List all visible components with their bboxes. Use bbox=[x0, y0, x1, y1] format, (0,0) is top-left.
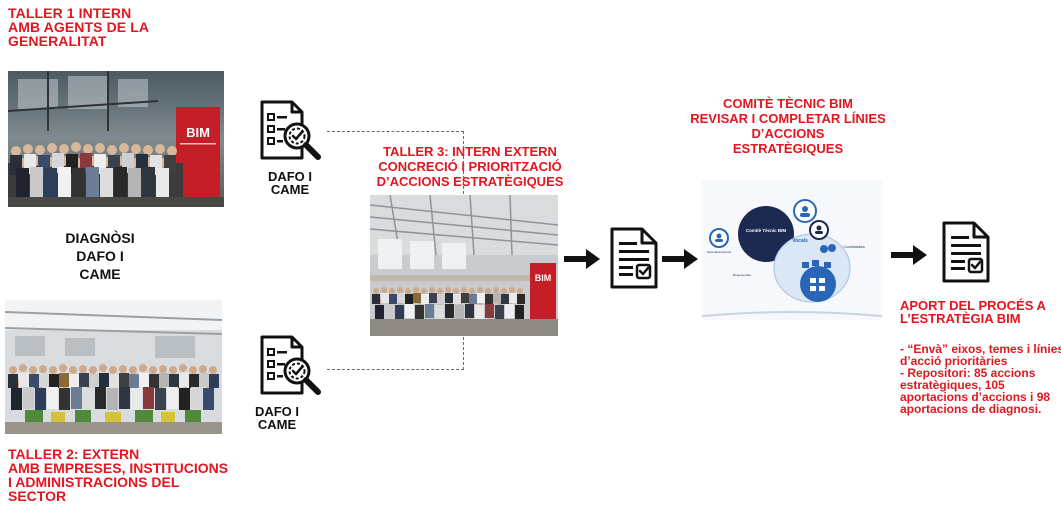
document-check-icon bbox=[942, 221, 990, 283]
bim-banner-text: BIM bbox=[535, 273, 552, 283]
taller-1-photo: BIM bbox=[8, 71, 224, 207]
dafo-label-line: CAME bbox=[270, 182, 310, 197]
dafo-label-bottom: DAFO I CAME bbox=[247, 405, 307, 431]
diagnosi-line: DIAGNÒSI bbox=[65, 230, 135, 246]
center-circle bbox=[738, 206, 794, 262]
arrow-right-icon bbox=[662, 249, 698, 269]
taller-2-line: I ADMINISTRACIONS DEL bbox=[8, 474, 180, 490]
dafo-document-icon-top bbox=[258, 100, 324, 164]
taller-1-line: GENERALITAT bbox=[8, 33, 107, 49]
taller-3-line: CONCRECIÓ I PRIORITZACIÓ bbox=[378, 159, 562, 174]
group-photo-image bbox=[5, 300, 222, 434]
taller-1-line: TALLER 1 INTERN bbox=[8, 5, 132, 21]
taller-2-line: AMB EMPRESES, INSTITUCIONS bbox=[8, 460, 229, 476]
comite-line: COMITÈ TÈCNIC BIM bbox=[723, 96, 853, 111]
dafo-label-line: DAFO I bbox=[267, 169, 313, 184]
comite-line: D’ACCIONS bbox=[751, 126, 825, 141]
left-label: Secretaria tècnica bbox=[707, 250, 731, 254]
taller-2-title: TALLER 2: EXTERN AMB EMPRESES, INSTITUCI… bbox=[8, 447, 228, 503]
vocals-label: Vocals bbox=[792, 238, 808, 244]
taller-3-title: TALLER 3: INTERN EXTERN CONCRECIÓ I PRIO… bbox=[360, 144, 580, 189]
comite-line: ESTRATÈGIQUES bbox=[732, 141, 844, 156]
dafo-label-top: DAFO I CAME bbox=[260, 170, 320, 196]
taller-2-line: SECTOR bbox=[8, 488, 67, 504]
organization-diagram: Comitè Tècnic BIM Vocals Secretaria tècn… bbox=[701, 180, 883, 320]
taller-1-line: AMB AGENTS DE LA bbox=[8, 19, 150, 35]
aport-title: APORT DEL PROCÉS A L’ESTRATÈGIA BIM bbox=[900, 299, 1046, 325]
diagnosi-line: CAME bbox=[79, 266, 121, 282]
taller-3-line: TALLER 3: INTERN EXTERN bbox=[383, 144, 557, 159]
document-check-icon bbox=[610, 227, 658, 289]
diagnosi-label: DIAGNÒSI DAFO I CAME bbox=[40, 229, 160, 283]
aport-line: APORT DEL PROCÉS A bbox=[900, 298, 1046, 313]
taller-1-title: TALLER 1 INTERN AMB AGENTS DE LA GENERAL… bbox=[8, 6, 149, 48]
bim-banner-text: BIM bbox=[186, 125, 210, 140]
document-search-icon bbox=[260, 100, 321, 160]
comite-line: REVISAR I COMPLETAR LÍNIES bbox=[690, 111, 886, 126]
aport-notes: - “Envà” eixos, temes i línies d’acció p… bbox=[900, 343, 1061, 415]
note-item: - Repositori: 85 accions estratègiques, … bbox=[900, 366, 1051, 416]
representant-label: Representant bbox=[733, 273, 751, 277]
taller-2-line: TALLER 2: EXTERN bbox=[8, 446, 140, 462]
document-search-icon bbox=[260, 335, 321, 395]
taller-3-line: D’ACCIONS ESTRATÈGIQUES bbox=[376, 174, 564, 189]
dafo-label-line: CAME bbox=[257, 417, 297, 432]
center-label: Comitè Tècnic BIM bbox=[746, 228, 787, 233]
connector-dashed-top bbox=[327, 131, 464, 194]
comite-title: COMITÈ TÈCNIC BIM REVISAR I COMPLETAR LÍ… bbox=[668, 96, 908, 156]
aport-line: L’ESTRATÈGIA BIM bbox=[900, 311, 1021, 326]
coordinadora-label: Coordinadora bbox=[843, 245, 864, 249]
taller-2-photo bbox=[5, 300, 222, 434]
group-photo-image: BIM bbox=[8, 71, 224, 207]
group-photo-image: BIM bbox=[370, 195, 558, 336]
dafo-document-icon-bottom bbox=[258, 335, 324, 399]
note-item: - “Envà” eixos, temes i línies d’acció p… bbox=[900, 342, 1061, 368]
arrow-right-icon bbox=[891, 245, 927, 265]
connector-dashed-bottom bbox=[327, 337, 464, 370]
diagnosi-line: DAFO I bbox=[76, 248, 124, 264]
comite-tecnic-diagram: Comitè Tècnic BIM Vocals Secretaria tècn… bbox=[701, 180, 883, 320]
dafo-label-line: DAFO I bbox=[254, 404, 300, 419]
arrow-right-icon bbox=[564, 249, 600, 269]
taller-3-photo: BIM bbox=[370, 195, 558, 336]
